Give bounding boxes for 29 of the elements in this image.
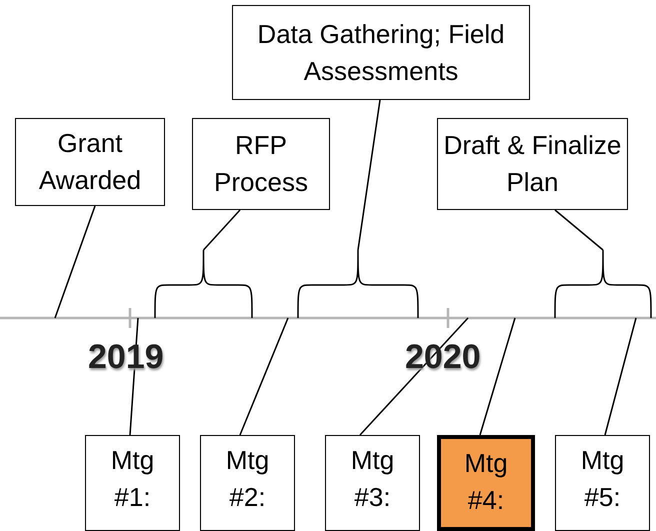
box-label: Mtg #4: <box>463 447 509 517</box>
phase-box <box>192 118 330 210</box>
box-label: Mtg #5: <box>580 444 626 514</box>
box-label: Mtg #1: <box>110 444 156 514</box>
curly-brace <box>154 249 253 318</box>
curly-brace <box>554 249 652 318</box>
timeline-axis <box>0 308 656 328</box>
leader-line <box>357 100 381 250</box>
box-label: Mtg #2: <box>224 444 270 514</box>
box-label: Draft & Finalize Plan <box>442 129 622 199</box>
leader-line <box>202 210 241 250</box>
meeting-box <box>437 435 535 531</box>
meeting-box <box>85 435 180 531</box>
leader-line <box>554 209 604 251</box>
box-label: Mtg #3: <box>350 444 396 514</box>
meeting-box <box>200 435 295 531</box>
leader-line <box>479 318 516 436</box>
phase-box <box>437 118 628 210</box>
leader-line <box>54 206 96 318</box>
leader-line <box>604 318 637 436</box>
meeting-box <box>325 435 420 531</box>
box-label: Data Gathering; Field Assessments <box>256 18 506 88</box>
leader-line <box>239 318 289 436</box>
box-label: RFP Process <box>213 129 309 199</box>
box-label: Grant Awarded <box>38 127 142 197</box>
meeting-box <box>555 435 650 531</box>
phase-box <box>232 5 530 100</box>
curly-brace <box>297 249 419 318</box>
phase-box <box>15 118 165 206</box>
